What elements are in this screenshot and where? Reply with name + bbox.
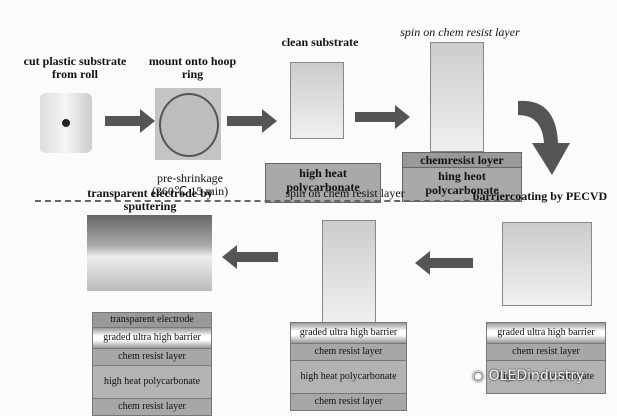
arrow-left-icon [222,245,278,269]
layer: chem resist layer [291,394,406,410]
sputtering-machine-image [87,215,212,291]
layer-stack: graded ultra high barrier chem resist la… [486,322,606,394]
pre-shrinkage-note: pre-shrinkage (260℃ 15 min) [151,171,229,198]
hoop-ring-image [155,88,221,160]
layer: high heat polycarbonate [93,366,211,399]
section-divider [35,200,520,202]
step-clean-label: clean substrate [281,35,359,49]
step-spin-label: spin on chem resist layer [400,25,520,39]
curved-arrow-down-icon [518,100,570,175]
layer: hing heot polycarbonate [425,169,499,197]
spin-coater-image [430,42,484,152]
layer: chem resist layer [93,399,211,415]
arrow-right-icon [355,105,410,129]
layer: graded ultra high barrier [291,323,406,344]
wechat-icon: ◉ [472,368,489,384]
step-pecvd-label: barriercoating by PECVD [472,189,608,203]
watermark-text: OLEDindustry [488,368,585,384]
cleaner-machine-image [290,62,344,139]
layer: transparent electrode [93,313,211,328]
layer: high heat polycarbonate [291,361,406,394]
layer-stack: chemresist loyer hing heot polycarbonate [402,152,522,202]
arrow-right-icon [105,109,155,133]
step-spin-label: spin on chem resist layer [285,186,405,200]
layer: graded ultra high barrier [93,328,211,349]
step-cut-label: cut plastic substrate from roll [23,54,127,81]
step-mount-label: mount onto hoop ring [148,54,237,81]
layer-stack: graded ultra high barrier chem resist la… [290,322,407,411]
layer: high heat polycarbonate [487,361,605,393]
arrow-left-icon [415,251,473,275]
layer: chem resist layer [93,349,211,366]
spin-coater-image [322,220,376,324]
layer-stack: transparent electrode graded ultra high … [92,312,212,416]
arrow-right-icon [227,109,277,133]
watermark: ◉ OLEDindustry [472,368,584,384]
layer: chem resist layer [291,344,406,361]
pecvd-machine-image [502,222,592,306]
layer: graded ultra high barrier [487,323,605,344]
step-sputter-label: transparent electrode by sputtering [87,186,213,213]
layer: chem resist layer [487,344,605,361]
layer: chemresist loyer [403,153,521,168]
plastic-roll-image [40,93,92,153]
layer-stack: high heat polycarbonate [265,163,381,203]
